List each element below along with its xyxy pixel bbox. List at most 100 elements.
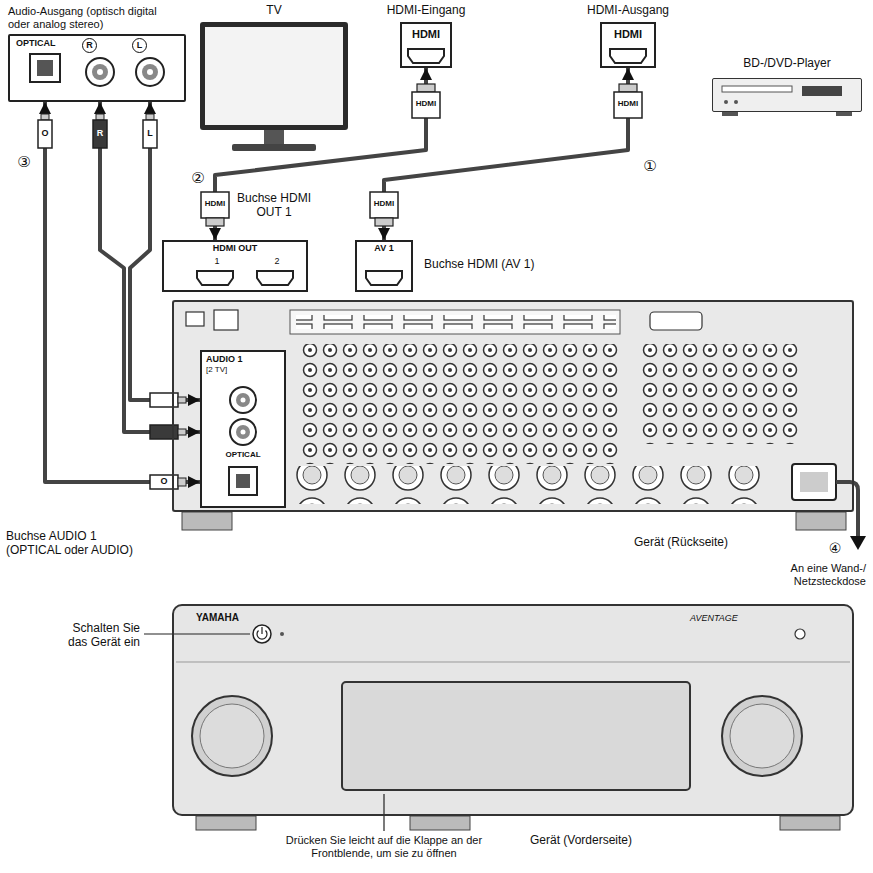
cables xyxy=(45,68,628,482)
jack-caption: Buchse HDMI OUT 1 xyxy=(236,192,312,220)
volume-knob xyxy=(722,696,802,776)
hdmi-plug-tip xyxy=(619,84,637,92)
player-button xyxy=(734,100,738,104)
plug-label: R xyxy=(93,128,107,138)
rca-jack-field xyxy=(640,344,800,444)
view-caption: Gerät (Vorderseite) xyxy=(530,834,632,848)
jack-caption: Buchse HDMI (AV 1) xyxy=(424,258,534,272)
callout-fill xyxy=(400,22,452,68)
jack-caption: Buchse AUDIO 1 (OPTICAL oder AUDIO) xyxy=(6,530,146,558)
tv-stand-neck xyxy=(264,130,284,144)
series-logo: AVENTAGE xyxy=(690,613,738,623)
hdmi-plug-tip xyxy=(375,218,393,226)
hdmi-port xyxy=(257,271,293,285)
optical-plug-tip xyxy=(178,478,186,486)
jack-label: AUDIO 1 xyxy=(206,354,243,364)
device-heading: BD-/DVD-Player xyxy=(703,57,871,71)
tv-screen-fill xyxy=(200,22,348,130)
receiver-front: Gerät (Vorderseite)YAMAHAAVENTAGE xyxy=(172,604,854,816)
brand-logo: YAMAHA xyxy=(196,612,239,624)
plug-label: O xyxy=(38,128,52,138)
power-cable xyxy=(836,482,858,536)
note: Schalten Sie das Gerät ein xyxy=(56,622,140,650)
hdmi-plug xyxy=(412,92,440,118)
receiver-foot xyxy=(796,512,846,530)
av1-jack-callout: AV 1 xyxy=(355,240,413,292)
callout-number: ① xyxy=(640,158,660,175)
power-inlet-inner xyxy=(800,472,828,492)
callout-number: ④ xyxy=(826,540,844,556)
cable xyxy=(130,102,200,400)
optical-port-inner xyxy=(37,60,53,76)
input-knob xyxy=(192,696,272,776)
channel-label: L xyxy=(132,38,147,53)
panel-heading: Audio-Ausgang (optisch digital oder anal… xyxy=(8,5,163,30)
jack-label: HDMI OUT xyxy=(164,243,306,253)
audio1-jack-callout: AUDIO 1[2 TV]OPTICAL xyxy=(200,350,286,508)
network-port xyxy=(214,310,238,330)
jack-sublabel: [2 TV] xyxy=(206,365,227,374)
power-button xyxy=(253,625,271,643)
rca-plug-tip xyxy=(146,114,154,120)
tv-screen: TV xyxy=(200,22,348,130)
receiver-front-body xyxy=(172,604,854,816)
rca-jack xyxy=(86,58,114,86)
receiver-foot xyxy=(410,816,470,830)
rca-jack-inner xyxy=(142,64,158,80)
tv-audio-output-panel: Audio-Ausgang (optisch digital oder anal… xyxy=(8,34,186,102)
player-foot xyxy=(722,112,738,116)
hdmi-strip xyxy=(290,310,620,334)
cable xyxy=(100,102,200,432)
power-arrow xyxy=(850,536,866,550)
rca-jack-inner xyxy=(92,64,108,80)
hdmi-out-jack-callout: HDMI OUT12 xyxy=(162,240,308,292)
rca-jack-pin xyxy=(241,430,246,435)
hdmi-plug-tip xyxy=(206,218,224,226)
plug-label: HDMI xyxy=(614,99,642,108)
serial-port xyxy=(650,312,702,330)
player-display xyxy=(802,86,842,96)
rca-jack-pin xyxy=(241,398,246,403)
hdmi-plug xyxy=(201,192,229,218)
note: Drücken Sie leicht auf die Klappe an der… xyxy=(264,834,504,859)
jack-label: HDMI xyxy=(402,28,450,41)
callout-heading: HDMI-Ausgang xyxy=(572,4,684,18)
device-heading: TV xyxy=(205,4,343,18)
rca-jack xyxy=(136,58,164,86)
power-symbol xyxy=(261,627,262,634)
note: An eine Wand-/ Netzsteckdose xyxy=(760,562,866,587)
rca-jack xyxy=(230,419,256,445)
rca-plug-white xyxy=(143,120,157,148)
optical-port xyxy=(229,467,257,495)
rca-plug-red xyxy=(93,120,107,148)
rca-jack xyxy=(230,387,256,413)
rca-jack-pin xyxy=(147,69,153,75)
plug-label: HDMI xyxy=(201,199,229,208)
plug-label: HDMI xyxy=(412,99,440,108)
plug-label: L xyxy=(143,128,157,138)
callout-heading: HDMI-Eingang xyxy=(370,4,482,18)
callout-fill xyxy=(200,350,286,508)
cable xyxy=(45,102,200,482)
receiver-rear: Gerät (Rückseite)AUDIO 1[2 TV]OPTICAL xyxy=(172,300,854,512)
bd-dvd-player: BD-/DVD-Player xyxy=(712,78,862,112)
channel-label: R xyxy=(82,38,97,53)
panel-line xyxy=(176,662,850,663)
leader-line xyxy=(144,633,250,634)
hdmi-plug xyxy=(614,92,642,118)
jack-number: 2 xyxy=(269,256,285,266)
optical-plug-tip xyxy=(41,114,49,120)
input-knob-inner xyxy=(200,704,264,768)
rca-plug-tip xyxy=(178,397,186,403)
optical-port xyxy=(30,54,60,82)
player-button xyxy=(724,100,728,104)
disc-tray xyxy=(722,86,792,92)
indicator xyxy=(280,632,284,636)
rca-plug-tip xyxy=(96,114,104,120)
